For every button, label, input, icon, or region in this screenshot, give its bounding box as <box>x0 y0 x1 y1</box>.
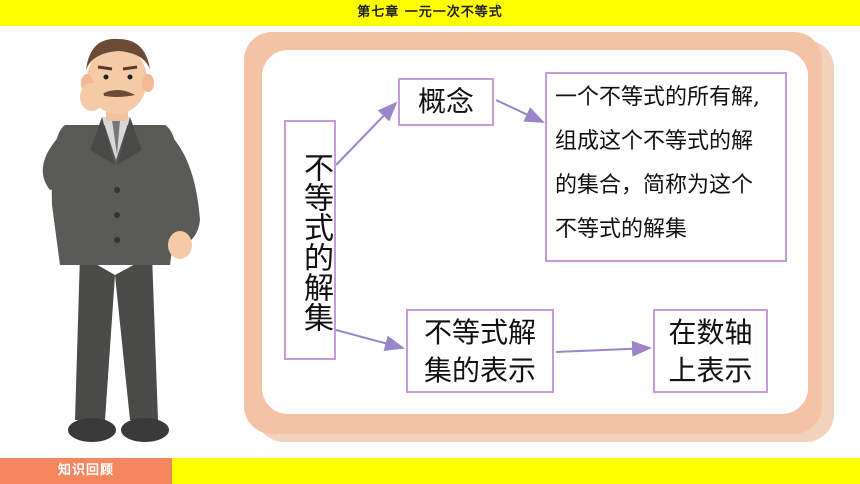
definition-line: 的集合，简称为这个 <box>555 173 754 198</box>
definition-line: 不等式的解集 <box>555 217 688 242</box>
definition-line: 组成这个不等式的解 <box>555 129 754 154</box>
concept-node: 概念 <box>398 78 494 126</box>
definition-node: 一个不等式的所有解, 组成这个不等式的解 的集合，简称为这个 不等式的解集 <box>545 72 787 262</box>
root-node: 不等式的解集 <box>284 120 336 360</box>
representation-node: 不等式解 集的表示 <box>406 309 554 393</box>
arrow-representation-to-number-line <box>555 340 652 357</box>
chapter-title: 第七章 一元一次不等式 <box>357 5 503 20</box>
teacher-illustration <box>42 38 200 442</box>
top-bar <box>0 0 860 26</box>
number-line-node: 在数轴 上表示 <box>653 309 768 393</box>
number-line-line: 在数轴 <box>668 316 753 349</box>
representation-line: 集的表示 <box>423 354 536 387</box>
arrow-concept-to-definition <box>495 99 545 123</box>
arrow-root-to-representation <box>335 329 405 352</box>
section-tag: 知识回顾 <box>0 458 172 484</box>
definition-line: 一个不等式的所有解, <box>555 85 760 110</box>
number-line-line: 上表示 <box>668 354 753 387</box>
representation-line: 不等式解 <box>423 316 536 349</box>
arrow-root-to-concept <box>335 101 398 166</box>
